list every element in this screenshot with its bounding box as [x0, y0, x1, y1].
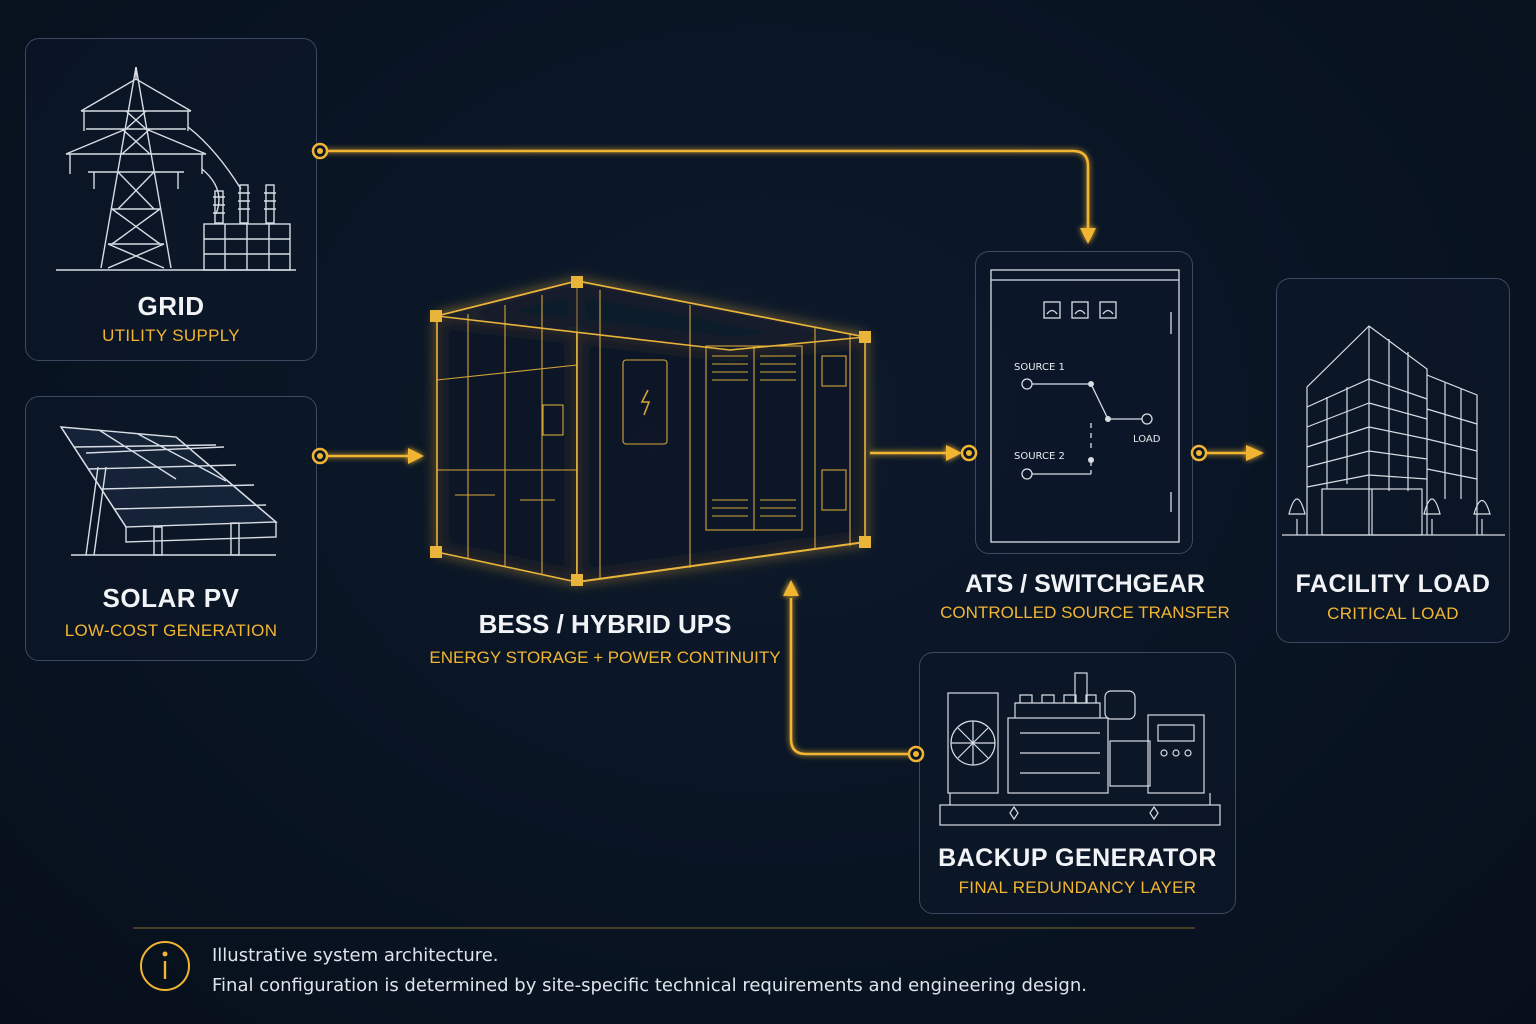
- connector-grid-to-ats: [320, 149, 1090, 228]
- transmission-tower-icon: [56, 66, 296, 271]
- office-building-icon: [1282, 325, 1505, 536]
- ats-load-label: LOAD: [1133, 434, 1161, 445]
- facility-subtitle: CRITICAL LOAD: [1327, 604, 1459, 623]
- facility-card: FACILITY LOAD CRITICAL LOAD: [1276, 278, 1510, 643]
- generator-card: BACKUP GENERATOR FINAL REDUNDANCY LAYER: [919, 652, 1236, 914]
- ats-title: ATS / SWITCHGEAR: [965, 570, 1205, 598]
- solar-subtitle: LOW-COST GENERATION: [64, 621, 278, 640]
- ats-source1-label: SOURCE 1: [1014, 362, 1065, 373]
- diesel-generator-icon: [939, 672, 1221, 826]
- port-ats-out: [1190, 444, 1208, 462]
- solar-panel-icon: [59, 426, 278, 556]
- arrow-head-ats-in: [946, 445, 962, 461]
- grid-card: GRID UTILITY SUPPLY: [25, 38, 317, 361]
- info-icon: [140, 941, 190, 991]
- arrow-head-facility: [1246, 445, 1264, 461]
- ats-source2-label: SOURCE 2: [1014, 451, 1065, 462]
- grid-subtitle: UTILITY SUPPLY: [102, 326, 240, 345]
- arrow-head-bess-bottom: [783, 580, 799, 596]
- port-ats-in: [960, 444, 978, 462]
- solar-title: SOLAR PV: [102, 583, 240, 613]
- arrow-head-bess: [408, 448, 424, 464]
- bess-subtitle: ENERGY STORAGE + POWER CONTINUITY: [429, 648, 781, 667]
- connector-generator-to-bess: [789, 598, 916, 756]
- ats-card: SOURCE 1 SOURCE 2 LOAD: [975, 251, 1193, 554]
- bess-title: BESS / HYBRID UPS: [478, 609, 732, 639]
- footer-line-2: Final configuration is determined by sit…: [212, 975, 1087, 996]
- arrow-head-ats: [1080, 228, 1096, 244]
- footer-note: Illustrative system architecture. Final …: [212, 941, 1087, 1001]
- generator-title: BACKUP GENERATOR: [938, 844, 1217, 872]
- footer-line-1: Illustrative system architecture.: [212, 945, 499, 966]
- switchgear-cabinet-icon: [990, 269, 1180, 543]
- grid-title: GRID: [137, 291, 205, 321]
- facility-title: FACILITY LOAD: [1295, 570, 1491, 598]
- ats-subtitle: CONTROLLED SOURCE TRANSFER: [940, 603, 1230, 622]
- generator-subtitle: FINAL REDUNDANCY LAYER: [958, 878, 1197, 897]
- solar-card: SOLAR PV LOW-COST GENERATION: [25, 396, 317, 661]
